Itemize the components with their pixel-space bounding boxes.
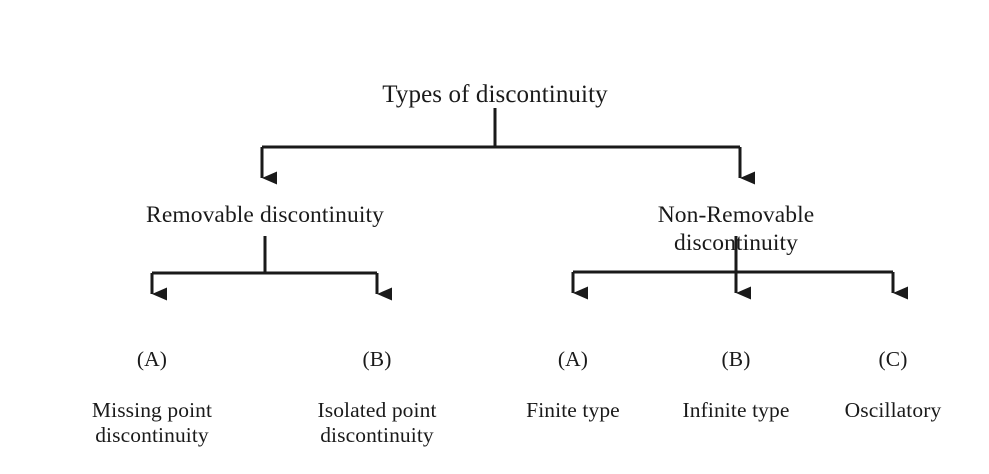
leaf-label-infinite-type: Infinite type	[682, 398, 790, 423]
node-infinite-type: (B) Infinite type	[683, 322, 790, 449]
leaf-label-finite-type: Finite type	[526, 398, 620, 423]
leaf-tag-b-non-removable: (B)	[721, 347, 751, 372]
node-missing-point-discontinuity: (A) Missing point discontinuity	[92, 322, 212, 474]
node-oscillatory: (C) Oscillatory	[845, 322, 942, 449]
leaf-tag-c-non-removable: (C)	[878, 347, 908, 372]
leaf-tag-b-removable: (B)	[362, 347, 392, 372]
leaf-label-missing-point: Missing point discontinuity	[91, 398, 213, 448]
node-finite-type: (A) Finite type	[526, 322, 620, 449]
leaf-tag-a-non-removable: (A)	[557, 347, 589, 372]
node-non-removable-discontinuity: Non-Removable discontinuity	[657, 202, 815, 256]
node-removable-discontinuity: Removable discontinuity	[146, 202, 384, 228]
node-root: Types of discontinuity	[382, 81, 608, 108]
node-isolated-point-discontinuity: (B) Isolated point discontinuity	[317, 322, 436, 474]
leaf-tag-a-removable: (A)	[136, 347, 168, 372]
leaf-label-isolated-point: Isolated point discontinuity	[317, 398, 437, 448]
leaf-label-oscillatory: Oscillatory	[844, 398, 942, 423]
